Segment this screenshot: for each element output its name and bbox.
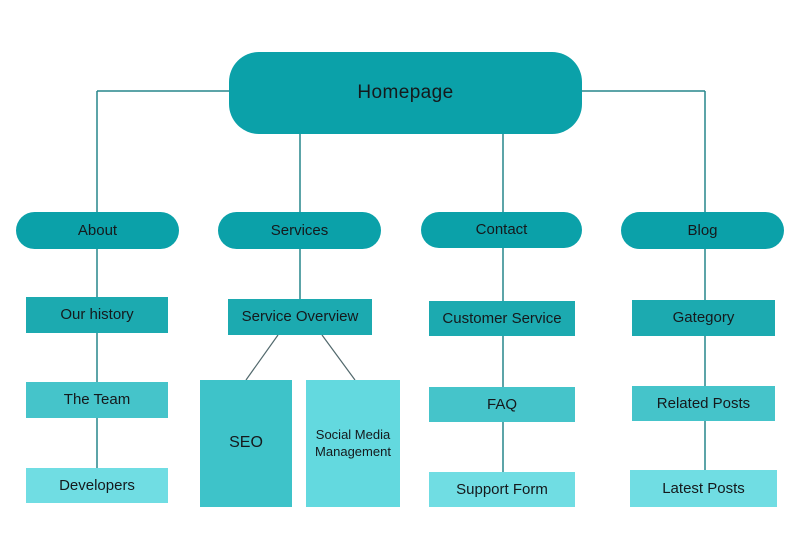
- node-the-team-label: The Team: [63, 391, 131, 409]
- node-faq-label: FAQ: [486, 395, 517, 413]
- node-blog: Blog: [621, 212, 784, 249]
- node-developers-label: Developers: [59, 476, 135, 494]
- node-gategory: Gategory: [632, 300, 775, 336]
- node-about-label: About: [77, 221, 118, 239]
- node-blog-label: Blog: [687, 221, 718, 239]
- node-the-team: The Team: [26, 382, 168, 418]
- node-contact: Contact: [421, 212, 582, 248]
- node-customer-service-label: Customer Service: [442, 309, 562, 327]
- node-seo-label: SEO: [229, 434, 263, 452]
- node-services-label: Services: [270, 221, 329, 239]
- node-contact-label: Contact: [475, 221, 528, 239]
- node-our-history-label: Our history: [60, 306, 134, 324]
- node-services: Services: [218, 212, 381, 249]
- node-faq: FAQ: [429, 387, 575, 422]
- node-service-overview: Service Overview: [228, 299, 372, 335]
- node-related-posts-label: Related Posts: [656, 394, 751, 412]
- node-about: About: [16, 212, 179, 249]
- connector-service-overview-seo: [245, 334, 279, 381]
- connector-service-overview-smm: [321, 334, 356, 381]
- node-social-media-management-label: Social Media Management: [315, 426, 391, 459]
- node-support-form-label: Support Form: [456, 480, 548, 498]
- node-seo: SEO: [200, 380, 292, 507]
- node-gategory-label: Gategory: [672, 309, 735, 327]
- node-latest-posts: Latest Posts: [630, 470, 777, 507]
- node-our-history: Our history: [26, 297, 168, 333]
- node-customer-service: Customer Service: [429, 301, 575, 336]
- node-related-posts: Related Posts: [632, 386, 775, 421]
- node-social-media-management: Social Media Management: [306, 380, 400, 507]
- node-service-overview-label: Service Overview: [241, 308, 359, 326]
- node-homepage: Homepage: [229, 52, 582, 134]
- node-support-form: Support Form: [429, 472, 575, 507]
- node-homepage-label: Homepage: [357, 81, 454, 103]
- node-developers: Developers: [26, 468, 168, 503]
- node-latest-posts-label: Latest Posts: [662, 479, 745, 497]
